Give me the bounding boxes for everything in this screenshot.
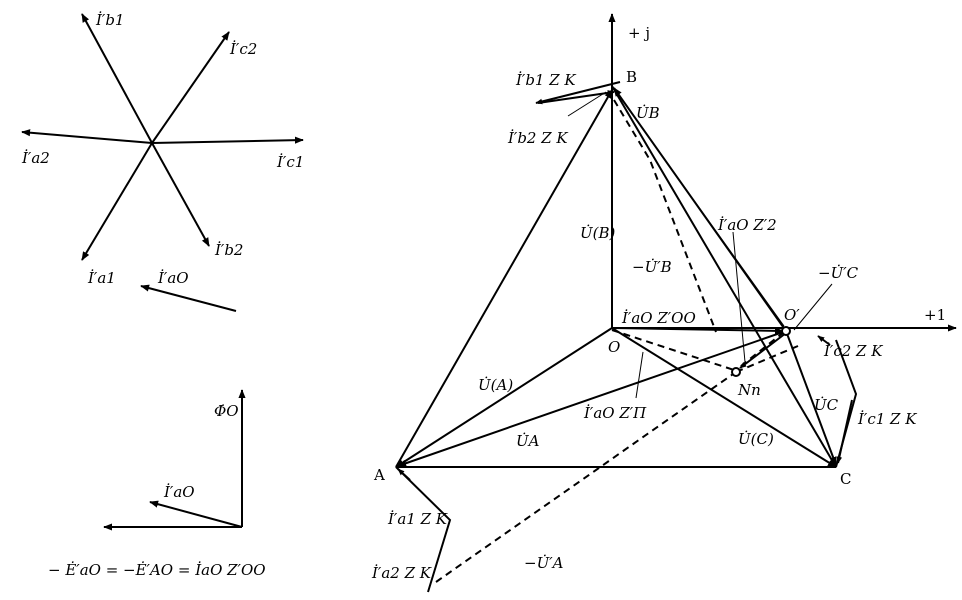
leader-IaOZ2 xyxy=(732,231,746,363)
vector-UC xyxy=(785,330,837,466)
side-BC xyxy=(611,85,837,468)
label-Ic1: İ′c1 xyxy=(276,153,304,171)
label-Ia2Zk: İ′a2 Z K xyxy=(371,564,432,582)
label-Nn: Nn xyxy=(737,381,761,399)
vector-Ic1Zk xyxy=(836,399,853,464)
label-IaOZp: İ′aO Z′П xyxy=(583,404,647,422)
main-diagram: + j +1 xyxy=(371,13,957,593)
label-UB: U̇B xyxy=(636,104,660,122)
label-UA: U̇A xyxy=(516,432,540,450)
vector-Ic2Zk xyxy=(817,335,831,346)
side-AB xyxy=(395,89,613,468)
path-A-zk xyxy=(395,466,452,593)
label-O: O xyxy=(608,338,620,356)
vector-Ib1Zk xyxy=(535,81,621,105)
label-minusUC: −U̇′C xyxy=(818,264,859,282)
label-C: C xyxy=(840,470,851,488)
label-IaOZoo: İ′aO Z′OO xyxy=(621,309,696,327)
point-Nn xyxy=(731,367,741,377)
label-Ia1: İ′a1 xyxy=(87,269,116,287)
vector-UA xyxy=(397,330,787,467)
vector-Ia2 xyxy=(21,129,153,144)
label-UC: U̇C xyxy=(814,396,839,414)
label-Phi: Φ̇O xyxy=(214,402,239,420)
label-Ib1Zk: İ′b1 Z K xyxy=(515,71,576,89)
label-IaOZ2: İ′aO Z′2 xyxy=(717,216,777,234)
line-Z2 xyxy=(611,85,785,327)
vector-to-Nn xyxy=(739,332,787,369)
label-O2: O′ xyxy=(784,306,800,324)
label-Ib2Zk: İ′b2 Z K xyxy=(507,129,568,147)
vector-U-A-paren xyxy=(395,327,613,468)
vector-Ic1 xyxy=(151,136,304,144)
dashed-minusUB xyxy=(613,99,717,333)
label-U-B-paren: U̇(B) xyxy=(580,224,616,242)
label-Ic2Zk: İ′c2 Z K xyxy=(823,342,883,360)
axis-j-label: + j xyxy=(628,24,650,42)
label-Ia1Zk: İ′a1 Z K xyxy=(387,510,448,528)
vector-Ic2 xyxy=(151,31,230,144)
label-minusUA: −U̇′A xyxy=(524,554,564,572)
label-A: A xyxy=(373,466,385,484)
label-Ic2: İ′c2 xyxy=(229,40,257,58)
label-B: B xyxy=(626,68,637,86)
label-equation: − Ė′aO = −Ė′AO = İaO Z′OO xyxy=(48,561,266,579)
vector-IaO-small xyxy=(149,500,243,528)
vector-IaO xyxy=(140,284,237,312)
label-U-A-paren: U̇(A) xyxy=(478,376,513,394)
vector-Ib2 xyxy=(151,142,210,247)
label-Ia2: İ′a2 xyxy=(21,149,50,167)
label-IaO: İ′aO xyxy=(157,269,189,287)
vector-IaOZoo xyxy=(611,327,784,335)
label-IaO-small: İ′aO xyxy=(163,483,195,501)
dashed-minusUA xyxy=(435,371,737,583)
vector-Ib2Zk xyxy=(537,90,615,104)
leader-IaOZp xyxy=(635,351,644,399)
label-Ib2: İ′b2 xyxy=(214,241,243,259)
vector-Ib1 xyxy=(81,13,153,144)
leader-minusUC xyxy=(793,283,833,331)
vector-U-C-paren xyxy=(611,327,837,468)
dashed-O-Nn xyxy=(611,329,735,371)
axis-1-label: +1 xyxy=(924,306,946,324)
label-U-C-paren: U̇(C) xyxy=(738,430,774,448)
vector-Ia1 xyxy=(81,142,153,261)
label-Ib1: İ′b1 xyxy=(95,11,124,29)
label-Ic1Zk: İ′c1 Z K xyxy=(857,410,917,428)
leader-Ib2Zk xyxy=(567,91,607,117)
point-O2 xyxy=(781,326,791,336)
vector-Ia1Zk xyxy=(397,468,411,481)
label-minusUB: −U̇′B xyxy=(632,258,672,276)
current-star: İ′b1 İ′c2 İ′a2 İ′c1 İ′a1 İ′b2 İ′aO xyxy=(21,11,304,312)
flux-diagram: Φ̇O İ′aO − Ė′aO = −Ė′AO = İaO Z′OO xyxy=(48,389,266,579)
